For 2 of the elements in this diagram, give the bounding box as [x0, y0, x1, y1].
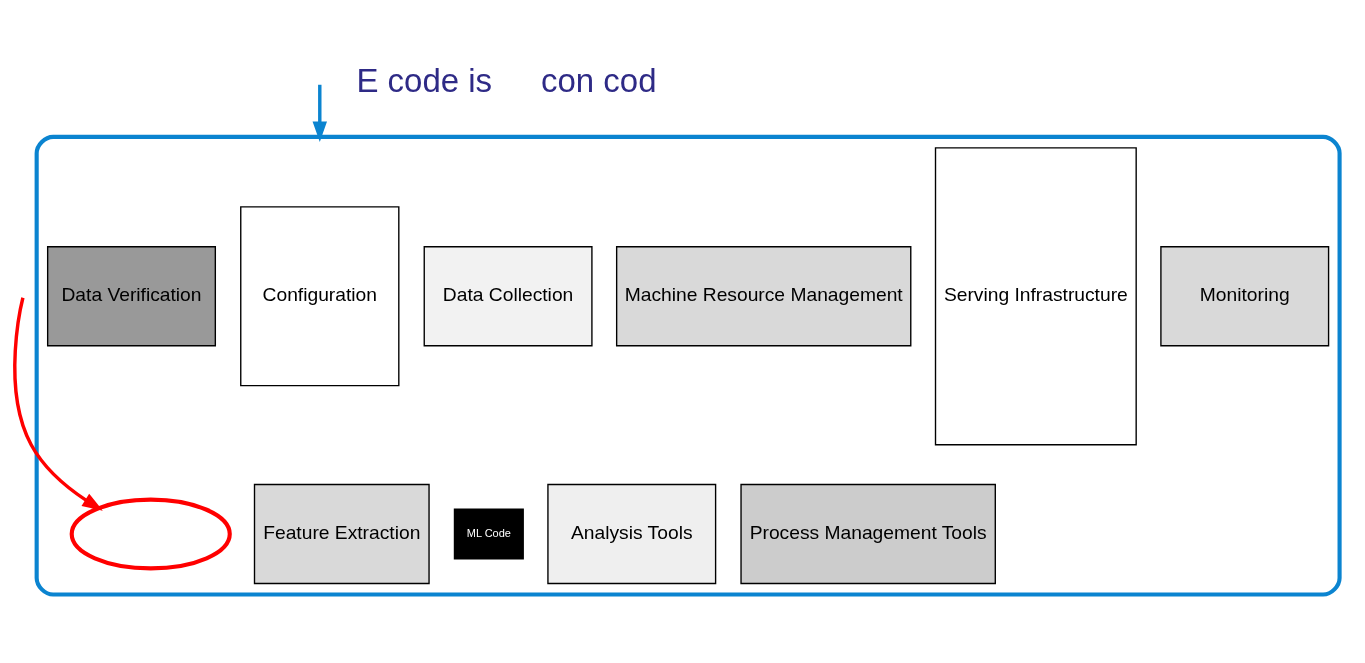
label: E code is	[356, 61, 493, 99]
label: con cod	[541, 61, 657, 99]
